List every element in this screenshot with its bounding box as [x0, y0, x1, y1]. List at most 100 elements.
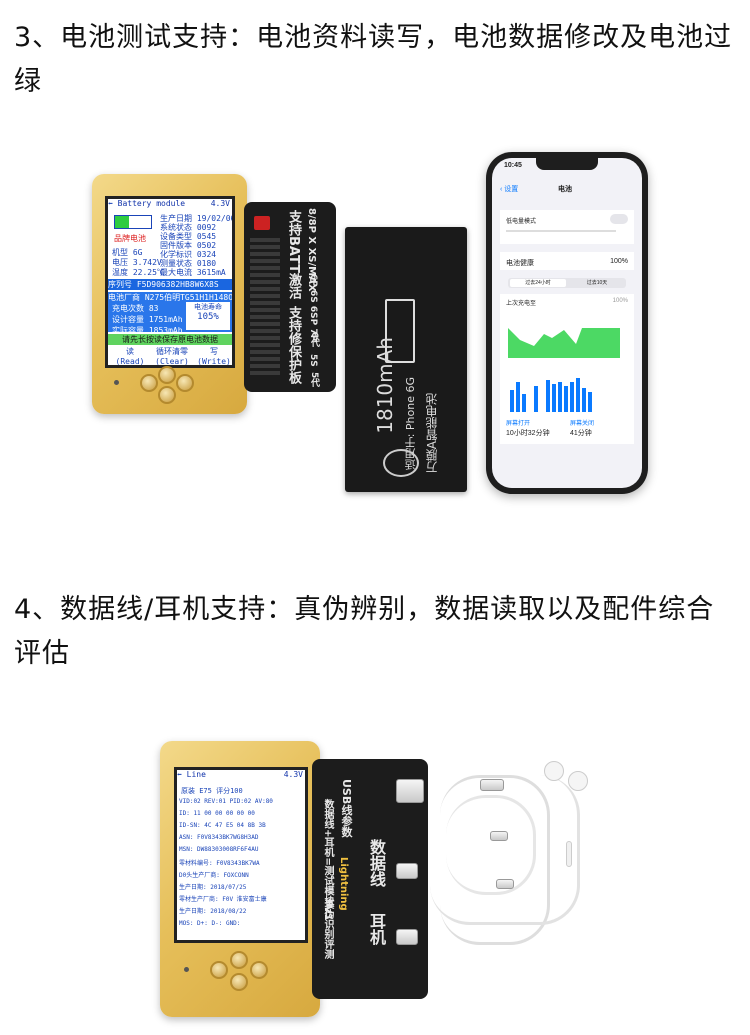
tester-device: ⬅ Battery module 4.3V 品牌电池 生产日期 19/02/06…	[92, 174, 247, 414]
back-link[interactable]: ‹ 设置	[500, 184, 518, 194]
temperature-row: 温度 22.25℃	[112, 268, 165, 277]
tab-24h[interactable]: 过去24小时	[510, 279, 566, 287]
brand-label: 品牌电池	[114, 234, 146, 243]
screen-on-label: 屏幕打开	[506, 421, 531, 427]
remote-control-icon	[566, 841, 572, 867]
info-row: 设备类型 0545	[160, 232, 217, 241]
board-label-5s: 5S	[308, 354, 318, 367]
save-hint-bar: 请先长按读保存原电池数据	[108, 334, 232, 345]
section-4-heading: 4、数据线/耳机支持：真伪辨别，数据读取以及配件综合评估	[14, 594, 715, 669]
info-row: 最大电流 3615mA	[160, 268, 226, 277]
lightning-cable	[440, 775, 550, 945]
center-lower-button[interactable]	[158, 386, 176, 404]
lightning-plug	[490, 831, 508, 841]
earphone-port[interactable]	[396, 929, 418, 945]
board-label-6: 6代	[309, 332, 319, 348]
read-key-sub: (Read)	[115, 357, 145, 366]
maker-text: 电池厂商 N275伯明TG51H1H148OXW	[108, 293, 235, 302]
cable-info-row: ASN: F0V8343BK7WG8H3AD	[179, 834, 259, 841]
left-button[interactable]	[140, 374, 158, 392]
usb-cable	[446, 795, 536, 895]
battery-level-chart	[504, 320, 624, 360]
screen-softkeys: 读 (Read) 循环清零 (Clear) 写 (Write)	[108, 345, 232, 365]
brand-logo-icon	[383, 449, 419, 477]
screen-off-label: 屏幕关闭	[570, 421, 595, 427]
screen-header: ⬅ Line 4.3V	[177, 770, 305, 784]
nav-title: 电池	[558, 186, 572, 193]
life-label: 电池寿命	[194, 303, 222, 311]
health-card[interactable]: 电池健康 100%	[500, 252, 634, 270]
heatsink	[250, 238, 280, 378]
write-key[interactable]: 写 (Write)	[196, 346, 232, 366]
back-link-label: 设置	[504, 186, 519, 193]
info-row: 化学标识 0324	[160, 250, 217, 259]
board-label-cable: 数据线	[367, 839, 386, 887]
voltage-row: 电压 3.742V	[112, 258, 162, 267]
right-button[interactable]	[176, 374, 194, 392]
board-label-protect: 支持修保护板	[286, 306, 301, 384]
center-lower-button[interactable]	[230, 973, 248, 991]
cable-info-row: ID: 11 00 00 00 00 00	[179, 810, 255, 817]
tester-screen: ⬅ Line 4.3V 原装 E75 评分100 VID:02 REV:01 P…	[174, 767, 308, 943]
phone-screen: 10:45 ‹ 设置 电池 低电量模式 电池健康 100% 过去24小时 过去1…	[492, 158, 642, 488]
indicator-led	[114, 380, 119, 385]
cable-info-row: ID-SN: 4C 47 E5 04 8B 3B	[179, 822, 266, 829]
usage-card: 上次充电至 100% 屏幕打开 10小时32分钟 屏幕关闭	[500, 294, 634, 444]
tester-device: ⬅ Line 4.3V 原装 E75 评分100 VID:02 REV:01 P…	[160, 741, 320, 1017]
status-time: 10:45	[504, 162, 522, 169]
stat-row: 设计容量 1751mAh	[112, 315, 183, 324]
write-key-sub: (Write)	[197, 357, 231, 366]
cable-info-row: 零材料编号: F0V8343BK7WA	[179, 860, 260, 867]
screen-title: Line	[186, 770, 206, 779]
tab-10d[interactable]: 过去10天	[586, 280, 608, 286]
screen-title: Battery module	[117, 199, 186, 208]
back-arrow-icon: ⬅	[108, 199, 113, 208]
board-label-6p: 6P 6S 6SP 7P	[308, 274, 318, 342]
center-button[interactable]	[230, 951, 248, 969]
lightning-port[interactable]	[396, 863, 418, 879]
activity-chart	[510, 378, 592, 412]
screen-header: ⬅ Battery module 4.3V	[108, 199, 232, 211]
right-button[interactable]	[250, 961, 268, 979]
cable-adapter-board: 数据线+耳机=测试模块V1 USB线参数 Lightning 数据线 耳机 真伪…	[312, 759, 428, 999]
range-tabs: 过去24小时 过去10天	[508, 278, 626, 288]
stat-row: 充电次数 83	[112, 304, 159, 313]
earphone-cable	[430, 775, 580, 925]
board-label-activate: 支持BATT激活	[286, 210, 301, 299]
serial-number: 序列号 F5D906382HB8W6X8S	[108, 280, 219, 289]
model-row: 机型 6G	[112, 248, 143, 257]
center-button[interactable]	[158, 366, 176, 384]
board-label-authenticity: 真伪识别评测	[322, 899, 333, 959]
last-charge-value: 100%	[612, 298, 628, 304]
battery-adapter-board: 支持BATT激活 8/8P X XS/MAX 支持修保护板 6P 6S 6SP …	[244, 202, 336, 392]
phone-battery: 1810mAh 适用于: Phone 6G 万膜A智能电池	[345, 227, 467, 492]
voltage-readout: 4.3V	[210, 199, 230, 208]
battery-brand: 万膜A智能电池	[425, 393, 439, 474]
clear-key-label: 循环清零	[156, 347, 188, 356]
battery-test-illustration: ⬅ Battery module 4.3V 品牌电池 生产日期 19/02/06…	[0, 150, 750, 510]
chevron-left-icon: ‹	[500, 186, 503, 193]
usb-port[interactable]	[396, 779, 424, 803]
clear-key[interactable]: 循环清零 (Clear)	[152, 346, 192, 366]
health-label: 电池健康	[506, 260, 534, 267]
low-power-card: 低电量模式	[500, 210, 634, 244]
info-row: 生产日期 19/02/06	[160, 214, 235, 223]
board-label-module: 数据线+耳机=测试模块V1	[322, 799, 333, 921]
earphone-plug	[496, 879, 514, 889]
left-button[interactable]	[210, 961, 228, 979]
read-key[interactable]: 读 (Read)	[112, 346, 148, 366]
voltage-readout: 4.3V	[283, 770, 303, 779]
low-power-label: 低电量模式	[506, 219, 537, 225]
cable-info-row: 原装 E75 评分100	[181, 787, 243, 795]
serial-band: 序列号 F5D906382HB8W6X8S	[108, 279, 232, 290]
screen-off-value: 41分钟	[570, 430, 592, 437]
tester-screen: ⬅ Battery module 4.3V 品牌电池 生产日期 19/02/06…	[105, 196, 235, 368]
cable-test-illustration: ⬅ Line 4.3V 原装 E75 评分100 VID:02 REV:01 P…	[0, 735, 750, 1025]
stat-row: 实际容量 1853mAh	[112, 326, 183, 335]
info-row: 固件版本 0502	[160, 241, 217, 250]
clear-key-sub: (Clear)	[155, 357, 189, 366]
cable-info-row: 零材生产厂商: F0V 淮安富士康	[179, 896, 267, 903]
life-box: 电池寿命 105%	[186, 302, 230, 330]
maker-band: 电池厂商 N275伯明TG51H1H148OXW 充电次数 83 设计容量 17…	[108, 292, 235, 335]
low-power-toggle[interactable]	[610, 214, 628, 224]
